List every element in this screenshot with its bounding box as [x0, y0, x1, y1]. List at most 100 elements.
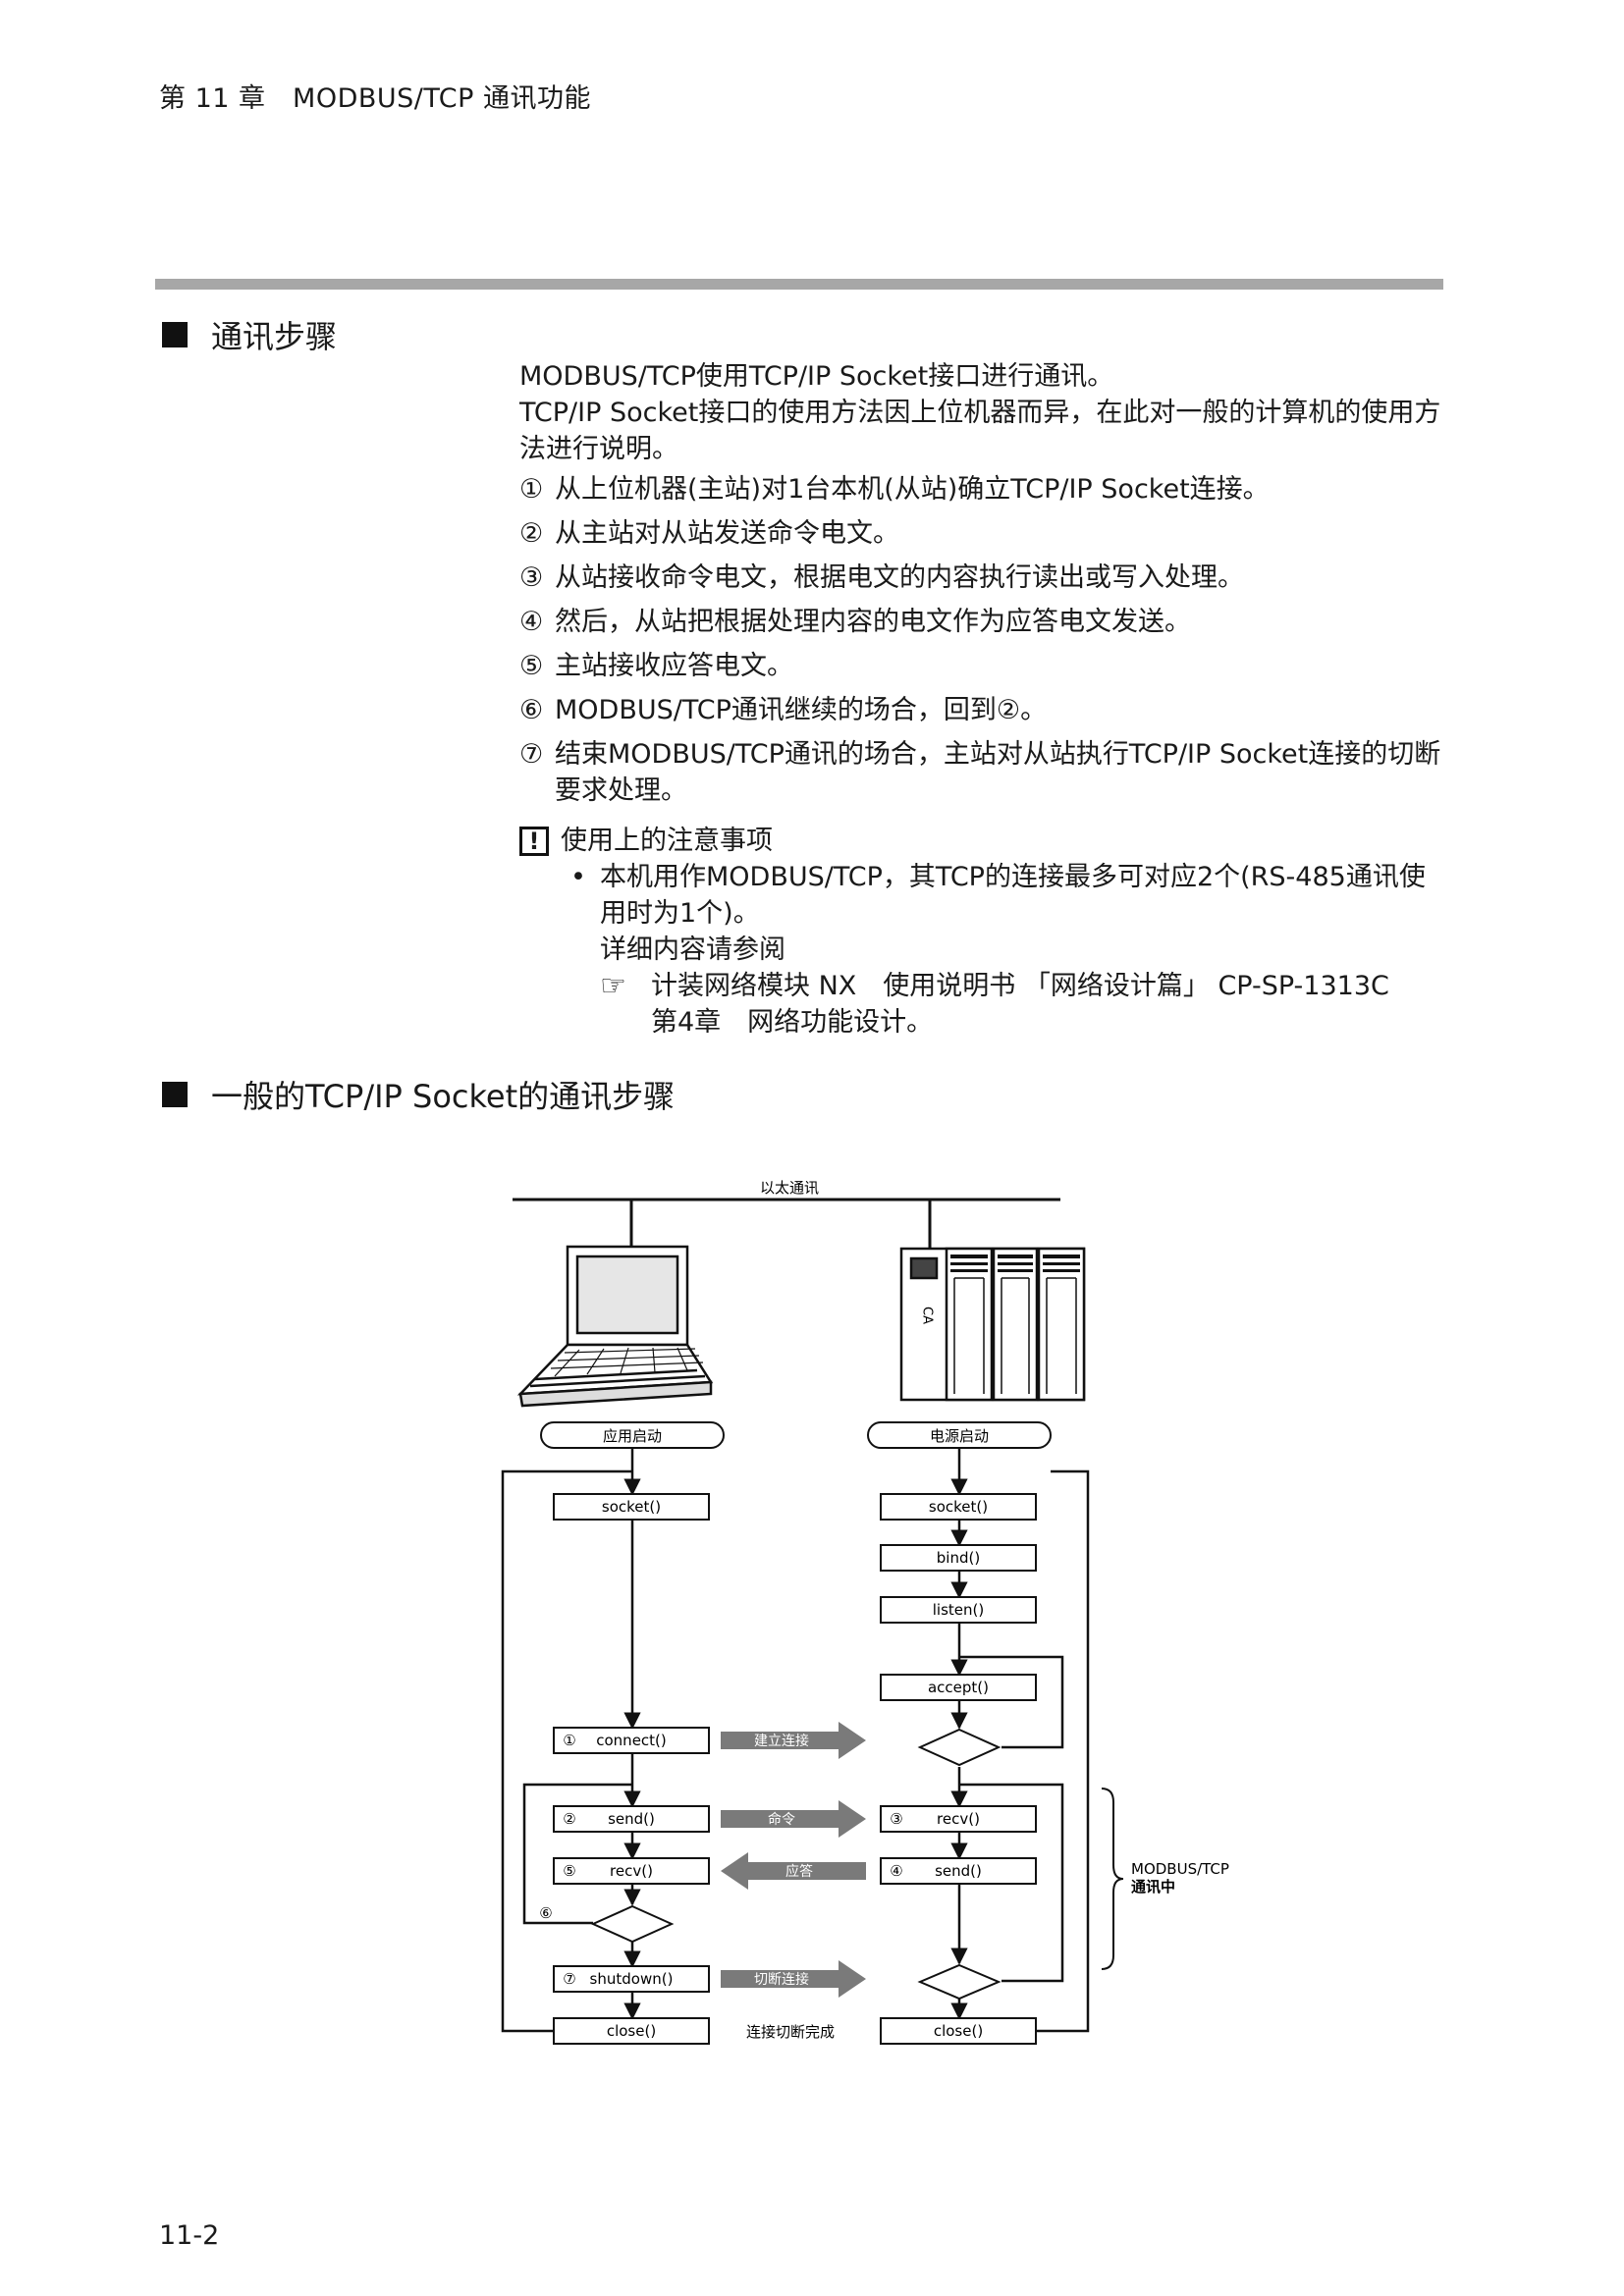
client-close-label: close() [607, 2022, 656, 2040]
reference-line-1: 计装网络模块 NX 使用说明书 「网络设计篇」 CP-SP-1313C [651, 971, 1389, 1001]
client-shutdown-label: shutdown() [590, 1970, 674, 1988]
step-number: ④ [519, 607, 544, 637]
step-number: ① [519, 474, 544, 505]
client-shutdown-num: ⑦ [563, 1970, 575, 1988]
establish-label: 建立连接 [754, 1733, 809, 1749]
command-label: 命令 [768, 1811, 795, 1828]
client-start-label: 应用启动 [603, 1427, 662, 1445]
note-bullet: • 本机用作MODBUS/TCP，其TCP的连接最多可对应2个(RS-485通讯… [570, 859, 1442, 932]
square-bullet-icon [162, 322, 188, 347]
step-item: ⑤ 主站接收应答电文。 [519, 648, 1442, 684]
reference-line-2: 第4章 网络功能设计。 [651, 1007, 934, 1038]
client-send-num: ② [563, 1810, 575, 1828]
server-close-label: close() [934, 2022, 983, 2040]
server-recv-num: ③ [890, 1810, 902, 1828]
step-item: ⑦ 结束MODBUS/TCP通讯的场合，主站对从站执行TCP/IP Socket连… [519, 736, 1442, 809]
server-close-box [880, 2017, 1037, 2045]
client-recv-num: ⑤ [563, 1862, 575, 1880]
section-title-socket-procedure: 一般的TCP/IP Socket的通讯步骤 [162, 1072, 675, 1117]
section-title-procedure: 通讯步骤 [162, 312, 337, 357]
modbus-label-1: MODBUS/TCP [1131, 1860, 1229, 1878]
step-text: 从站接收命令电文，根据电文的内容执行读出或写入处理。 [555, 562, 1244, 593]
caution-icon: ! [519, 826, 549, 856]
step-text: MODBUS/TCP通讯继续的场合，回到②。 [555, 695, 1048, 725]
controller-module-icon [899, 1247, 1086, 1402]
client-shutdown-box [553, 1965, 710, 1993]
bullet-dot-icon: • [570, 862, 586, 892]
client-connect-box [553, 1727, 710, 1754]
client-close-box [553, 2017, 710, 2045]
step-item: ① 从上位机器(主站)对1台本机(从站)确立TCP/IP Socket连接。 [519, 471, 1442, 507]
manual-reference: ☞ 计装网络模块 NX 使用说明书 「网络设计篇」 CP-SP-1313C [600, 968, 1442, 1004]
client-socket-label: socket() [602, 1498, 661, 1516]
modbus-brace [1101, 1788, 1124, 1970]
step-number: ⑥ [519, 695, 544, 725]
server-send-box [880, 1857, 1037, 1885]
square-bullet-icon [162, 1082, 188, 1107]
server-listen-box [880, 1596, 1037, 1624]
server-start-label: 电源启动 [930, 1427, 989, 1445]
procedure-body: MODBUS/TCP使用TCP/IP Socket接口进行通讯。 TCP/IP … [519, 358, 1442, 1041]
step-text: 然后，从站把根据处理内容的电文作为应答电文发送。 [555, 607, 1191, 637]
modbus-label-2: 通讯中 [1131, 1878, 1175, 1896]
module-label: CA [920, 1307, 935, 1324]
step-number: ⑦ [519, 739, 544, 770]
response-arrow [721, 1852, 866, 1890]
server-recv-box [880, 1805, 1037, 1833]
command-arrow [721, 1800, 866, 1838]
step-item: ④ 然后，从站把根据处理内容的电文作为应答电文发送。 [519, 604, 1442, 640]
client-loop-num: ⑥ [539, 1904, 552, 1922]
client-socket-box [553, 1493, 710, 1521]
pointing-hand-icon: ☞ [600, 969, 626, 1003]
step-number: ③ [519, 562, 544, 593]
client-connect-label: connect() [596, 1732, 667, 1749]
chapter-header: 第 11 章 MODBUS/TCP 通讯功能 [159, 83, 592, 114]
server-send-label: send() [935, 1862, 982, 1880]
establish-arrow [721, 1722, 866, 1759]
client-send-label: send() [608, 1810, 655, 1828]
server-accept-box [880, 1674, 1037, 1701]
server-send-num: ④ [890, 1862, 902, 1880]
server-continue-decision [917, 1963, 1001, 2001]
step-item: ③ 从站接收命令电文，根据电文的内容执行读出或写入处理。 [519, 560, 1442, 596]
page-number: 11-2 [159, 2220, 220, 2251]
disconnect-done-label: 连接切断完成 [746, 2023, 835, 2041]
ethernet-label: 以太通讯 [760, 1179, 819, 1197]
client-recv-box [553, 1857, 710, 1885]
server-accept-decision [917, 1728, 1001, 1767]
section-title-text: 一般的TCP/IP Socket的通讯步骤 [211, 1078, 676, 1115]
step-text: 从上位机器(主站)对1台本机(从站)确立TCP/IP Socket连接。 [555, 474, 1270, 505]
server-listen-label: listen() [933, 1601, 984, 1619]
step-item: ② 从主站对从站发送命令电文。 [519, 515, 1442, 552]
server-bind-box [880, 1544, 1037, 1572]
step-text: 主站接收应答电文。 [555, 651, 793, 681]
note-title: 使用上的注意事项 [561, 826, 773, 856]
step-text: 结束MODBUS/TCP通讯的场合，主站对从站执行TCP/IP Socket连接… [555, 739, 1441, 806]
intro-line-2: TCP/IP Socket接口的使用方法因上位机器而异，在此对一般的计算机的使用… [519, 398, 1441, 464]
server-socket-label: socket() [929, 1498, 988, 1516]
section-divider [155, 279, 1443, 290]
note-detail: 详细内容请参阅 [600, 934, 785, 965]
step-number: ② [519, 518, 544, 549]
client-send-box [553, 1805, 710, 1833]
note-heading: ! 使用上的注意事项 [519, 823, 1442, 859]
response-label: 应答 [785, 1863, 813, 1880]
step-text: 从主站对从站发送命令电文。 [555, 518, 899, 549]
step-number: ⑤ [519, 651, 544, 681]
note-bullet-text: 本机用作MODBUS/TCP，其TCP的连接最多可对应2个(RS-485通讯使用… [600, 862, 1426, 929]
disconnect-arrow [721, 1960, 866, 1998]
server-socket-box [880, 1493, 1037, 1521]
server-recv-label: recv() [937, 1810, 980, 1828]
intro-line-1: MODBUS/TCP使用TCP/IP Socket接口进行通讯。 [519, 361, 1114, 392]
disconnect-label: 切断连接 [754, 1971, 809, 1988]
server-accept-label: accept() [928, 1679, 989, 1696]
step-item: ⑥ MODBUS/TCP通讯继续的场合，回到②。 [519, 692, 1442, 728]
server-bind-label: bind() [937, 1549, 980, 1567]
client-continue-decision [590, 1904, 675, 1944]
usage-notes: ! 使用上的注意事项 • 本机用作MODBUS/TCP，其TCP的连接最多可对应… [519, 823, 1442, 1041]
laptop-icon [516, 1245, 714, 1408]
client-recv-label: recv() [610, 1862, 653, 1880]
section-title-text: 通讯步骤 [211, 318, 338, 355]
